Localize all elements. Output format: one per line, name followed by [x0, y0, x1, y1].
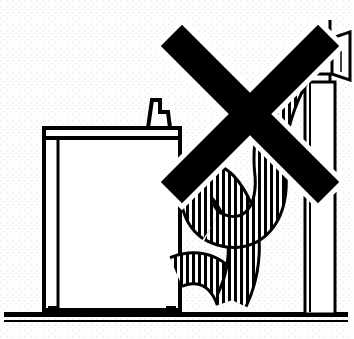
floor — [4, 312, 348, 322]
clothes-dryer-icon — [42, 98, 182, 314]
incorrect-x-icon — [153, 17, 347, 211]
